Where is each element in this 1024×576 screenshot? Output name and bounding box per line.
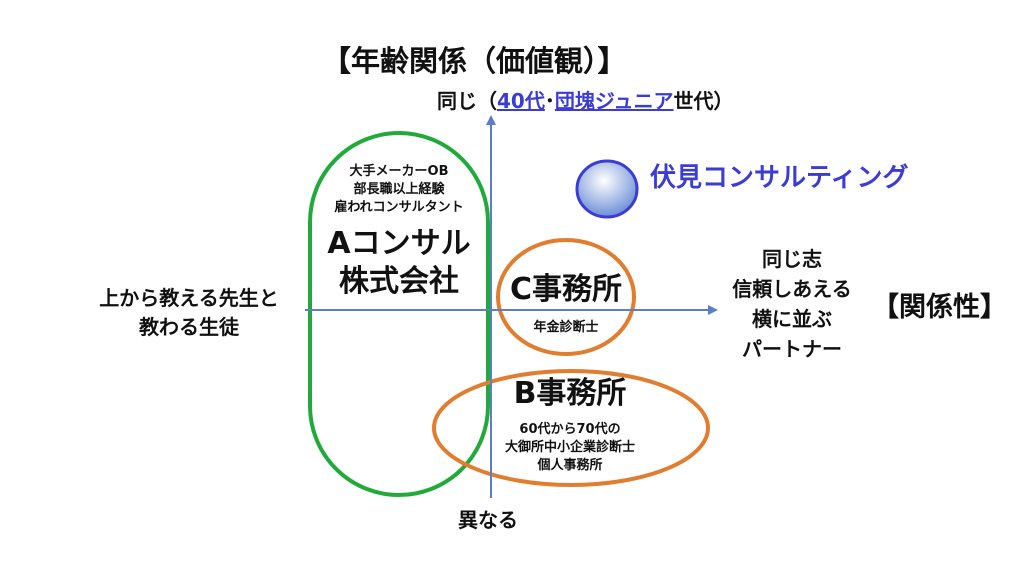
b-office-description: 60代から70代の 大御所中小企業診断士 個人事務所 xyxy=(480,421,660,475)
fushimi-bubble xyxy=(575,159,639,219)
link-40s[interactable]: 40代 xyxy=(497,89,545,113)
y-top-prefix: 同じ（ xyxy=(437,89,497,113)
a-consul-capsule xyxy=(308,131,490,497)
x-axis-left-label: 上から教える先生と 教わる生徒 xyxy=(84,284,294,342)
c-office-circle xyxy=(496,238,636,356)
x-left-line: 上から教える先生と xyxy=(99,286,279,310)
a-desc-line: 部長職以上経験 xyxy=(353,182,445,197)
x-right-line: 同じ志 xyxy=(762,247,822,271)
a-name-line: 株式会社 xyxy=(339,264,459,299)
b-office-name: B事務所 xyxy=(513,376,627,411)
y-axis-title: 【年齢関係（価値観）】 xyxy=(322,44,627,78)
b-office-ellipse xyxy=(432,369,710,487)
a-name-line: Aコンサル xyxy=(327,226,471,261)
x-axis-right-label: 同じ志 信頼しあえる 横に並ぶ パートナー xyxy=(712,244,872,364)
a-consul-description: 大手メーカーOB 部長職以上経験 雇われコンサルタント xyxy=(320,163,478,217)
y-top-separator: ･ xyxy=(544,89,555,113)
a-desc-line: 雇われコンサルタント xyxy=(334,200,464,215)
x-left-line: 教わる生徒 xyxy=(139,315,239,339)
fushimi-consulting-label: 伏見コンサルティング xyxy=(650,163,909,193)
b-desc-line: 60代から70代の xyxy=(519,422,621,437)
y-axis-bottom-label: 異なる xyxy=(458,508,518,532)
b-desc-line: 大御所中小企業診断士 xyxy=(504,440,635,455)
a-desc-line: 大手メーカーOB xyxy=(349,164,449,179)
x-axis-title: 【関係性】 xyxy=(872,292,1007,323)
x-right-line: パートナー xyxy=(742,337,842,361)
x-right-line: 信頼しあえる xyxy=(732,277,852,301)
link-dankai-junior[interactable]: 団塊ジュニア xyxy=(554,89,674,113)
y-top-suffix: 世代） xyxy=(673,89,734,113)
a-consul-name: Aコンサル 株式会社 xyxy=(316,225,482,301)
c-office-description: 年金診断士 xyxy=(533,320,599,335)
x-right-line: 横に並ぶ xyxy=(752,307,832,331)
y-axis-top-label: 同じ（40代･団塊ジュニア世代） xyxy=(437,89,733,113)
b-desc-line: 個人事務所 xyxy=(537,458,603,473)
c-office-name: C事務所 xyxy=(509,272,623,307)
